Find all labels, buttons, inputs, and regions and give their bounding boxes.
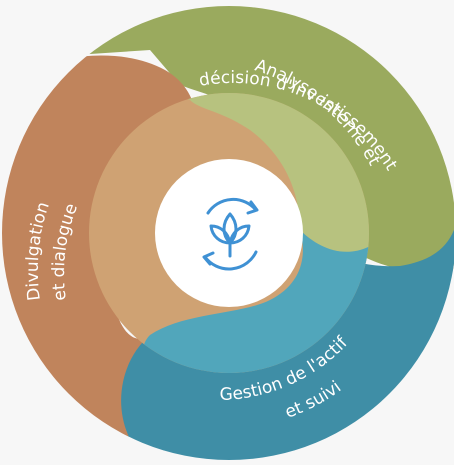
- center-circle: [155, 159, 303, 307]
- sustainable-cycle-icon: [202, 197, 259, 271]
